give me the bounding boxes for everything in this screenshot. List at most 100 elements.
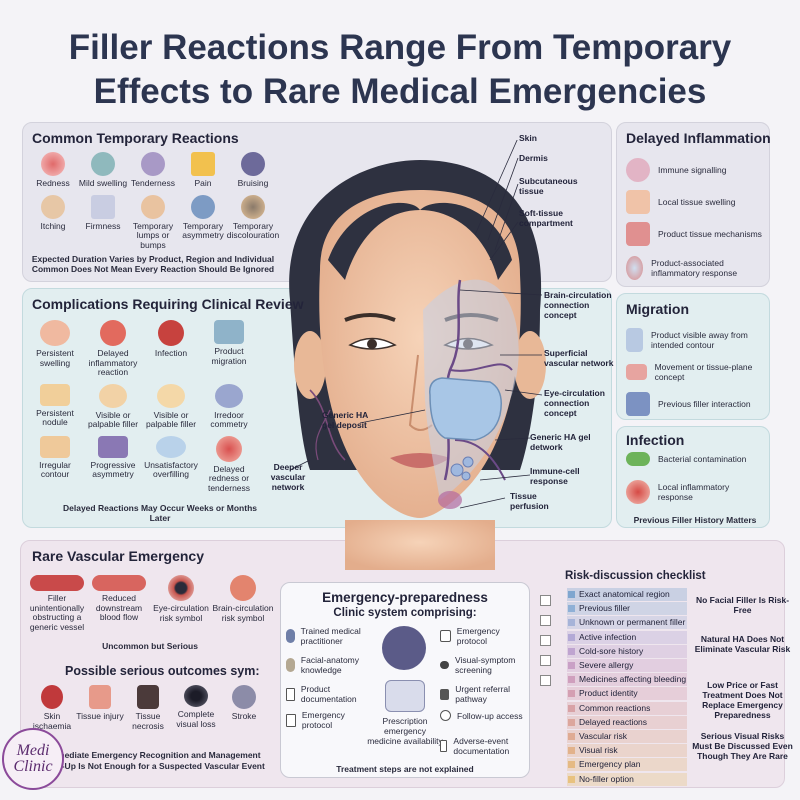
common-reactions-note: Expected Duration Varies by Product, Reg…	[31, 254, 275, 274]
eye-icon	[440, 661, 450, 669]
page-title-line-2: Effects to Rare Medical Emergencies	[93, 72, 707, 111]
outcome-skin-ischaemia: Skin ischaemia	[28, 685, 76, 731]
prep-right-2: Visual-symptom screening	[440, 655, 530, 675]
neck-shape	[345, 520, 495, 570]
side-note-3: Low Price or Fast Treatment Does Not Rep…	[702, 680, 783, 720]
label-brain-connection: Brain-circulation connection concept	[544, 290, 612, 320]
blood-flow-icon	[92, 575, 146, 591]
injury-icon	[89, 685, 111, 709]
infection-panel	[616, 426, 770, 528]
complication-delayed-redness: Delayed redness or tenderness	[200, 435, 258, 494]
preparedness-note: Treatment steps are not explained	[336, 764, 474, 774]
prep-left-3: Product documentation	[286, 684, 376, 704]
swelling-icon	[40, 320, 70, 346]
checklist-checkbox[interactable]	[540, 595, 551, 606]
discolouration-icon	[241, 194, 265, 219]
vascular-item-reduced-flow: Reduced downstream blood flow	[88, 575, 150, 632]
checklist-item: Severe allergy	[567, 659, 687, 672]
complication-overfilling: Unsatisfactory overfilling	[142, 435, 200, 494]
brain-icon	[230, 575, 256, 601]
movement-arrow-icon	[626, 364, 647, 380]
delayed-item-immune: Immune signalling	[626, 158, 766, 182]
migration-heading: Migration	[626, 301, 689, 317]
complication-infection: Infection	[142, 320, 200, 378]
bacteria-icon	[158, 320, 184, 346]
vascular-item-obstruction: Filler unintentionally obstructing a gen…	[26, 575, 88, 632]
complication-persistent-swelling: Persistent swelling	[26, 320, 84, 378]
face-anatomy-icon	[286, 658, 295, 672]
side-note-2: Natural HA Does Not Eliminate Vascular R…	[694, 634, 791, 654]
complication-irredoor-commetry: Irredoor commetry	[200, 383, 258, 430]
outcomes-heading: Possible serious outcomes sym:	[65, 664, 260, 678]
alert-icon	[100, 320, 126, 346]
migration-item-previous: Previous filler interaction	[626, 392, 766, 416]
left-eyebrow	[344, 313, 396, 322]
complications-note: Delayed Reactions May Occur Weeks or Mon…	[63, 503, 257, 523]
reaction-firmness: Firmness	[78, 194, 128, 251]
complication-persistent-nodule: Persistent nodule	[26, 383, 84, 430]
reaction-itching: Itching	[28, 194, 78, 251]
eye-closed-icon	[184, 685, 208, 707]
checklist-item: Cold-sore history	[567, 644, 687, 658]
right-ear	[514, 331, 546, 399]
infection-heading: Infection	[626, 432, 685, 448]
checklist-item: Medicines affecting bleeding	[567, 673, 687, 687]
label-tissue-perfusion: Tissue perfusion	[510, 491, 549, 511]
complication-visible-filler-2: Visible or palpable filler	[142, 383, 200, 430]
nodule-icon	[40, 383, 70, 406]
common-reactions-grid: Redness Mild swelling Tenderness Pain Br…	[28, 152, 279, 251]
lumps-icon	[141, 194, 165, 219]
label-subcutaneous: Subcutaneous tissue	[519, 176, 578, 196]
infection-item-bacterial: Bacterial contamination	[626, 452, 766, 466]
outcomes-grid: Skin ischaemia Tissue injury Tissue necr…	[28, 685, 268, 731]
vessel-main	[443, 279, 462, 481]
prep-right-5: Adverse-event documentation	[440, 736, 530, 756]
checklist-item: Visual risk	[567, 744, 687, 758]
vascular-item-eye: Eye-circulation risk symbol	[150, 575, 212, 632]
reaction-mild-swelling: Mild swelling	[78, 152, 128, 189]
eye-icon	[168, 575, 194, 601]
reaction-lumps: Temporary lumps or bumps	[128, 194, 178, 251]
checklist-checkbox[interactable]	[540, 655, 551, 666]
reaction-discolouration: Temporary discolouration	[227, 194, 279, 251]
contour-icon	[626, 328, 643, 352]
filler-bump-icon	[157, 383, 185, 408]
bruising-icon	[241, 152, 265, 176]
firmness-icon	[91, 194, 115, 219]
swelling-icon	[91, 152, 115, 176]
checklist-checkbox[interactable]	[540, 615, 551, 626]
checklist-item: Vascular risk	[567, 730, 687, 743]
brain-icon	[232, 685, 256, 709]
label-gel-network: Generic HA gel detwork	[530, 432, 591, 452]
checklist-checkbox[interactable]	[540, 675, 551, 686]
face-illustration	[289, 140, 546, 570]
label-soft-tissue: Soft-tissue compartment	[519, 208, 573, 228]
complication-visible-filler-1: Visible or palpable filler	[84, 383, 142, 430]
infection-item-local: Local inflammatory response	[626, 480, 766, 504]
reaction-asymmetry: Temporary asymmetry	[178, 194, 228, 251]
vascular-footer-line-1: s Immediate Emergency Recognition and Ma…	[40, 750, 261, 760]
checklist-item: Emergency plan	[567, 758, 687, 772]
prep-right-3: Urgent referral pathway	[440, 684, 530, 704]
vascular-heading: Rare Vascular Emergency	[32, 548, 204, 564]
migration-item-visible: Product visible away from intended conto…	[626, 328, 766, 352]
vascular-footer-line-2: ollow-Up Is Not Enough for a Suspected V…	[40, 761, 265, 771]
page-title-line-1: Filler Reactions Range From Temporary	[68, 28, 732, 67]
outcome-stroke: Stroke	[220, 685, 268, 731]
label-superficial-network: Superficial vascular network	[544, 348, 614, 368]
complications-heading: Complications Requiring Clinical Review	[32, 296, 304, 312]
reaction-redness: Redness	[28, 152, 78, 189]
checklist-item: Exact anatomical region	[567, 588, 687, 601]
hair-fringe-right	[420, 202, 512, 280]
checklist-item: Unknown or permanent filler	[567, 616, 687, 630]
prep-center-label: Prescription emergency medicine availabi…	[367, 716, 443, 746]
checklist-icon	[440, 630, 451, 642]
left-ear	[294, 331, 326, 399]
checklist-checkbox[interactable]	[540, 635, 551, 646]
checklist-item: Delayed reactions	[567, 715, 687, 729]
checklist-item: Previous filler	[567, 602, 687, 616]
contour-icon	[40, 435, 70, 458]
outcome-tissue-necrosis: Tissue necrosis	[124, 685, 172, 731]
side-note-4: Serious Visual Risks Must Be Discussed E…	[692, 731, 793, 761]
complication-product-migration: Product migration	[200, 320, 258, 378]
